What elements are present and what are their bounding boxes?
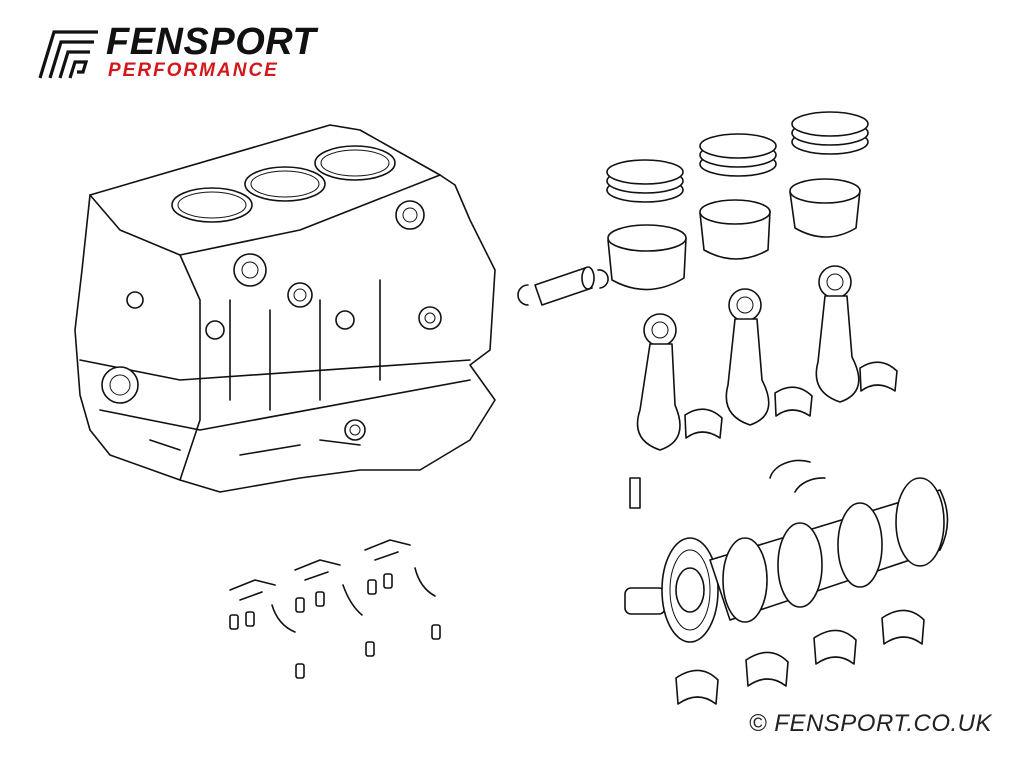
copyright-notice: © FENSPORT.CO.UK <box>749 710 992 738</box>
thrust-washers <box>769 459 826 493</box>
brand-tagline: PERFORMANCE <box>108 60 279 81</box>
copyright-text: FENSPORT.CO.UK <box>774 710 992 737</box>
copyright-symbol: © <box>748 710 768 737</box>
brand-name: FENSPORT <box>106 21 317 63</box>
piston-rings <box>606 111 869 203</box>
piston-pin <box>517 266 609 306</box>
oil-jets-and-bolts <box>229 539 441 679</box>
engine-block <box>74 124 496 493</box>
rod-bearings <box>684 361 898 439</box>
pistons <box>607 178 861 291</box>
fensport-logo: FENSPORT PERFORMANCE <box>36 22 336 86</box>
connecting-rods <box>629 265 860 509</box>
main-bearings <box>675 609 925 705</box>
crankshaft <box>624 477 949 643</box>
fensport-mark-icon <box>38 30 98 79</box>
